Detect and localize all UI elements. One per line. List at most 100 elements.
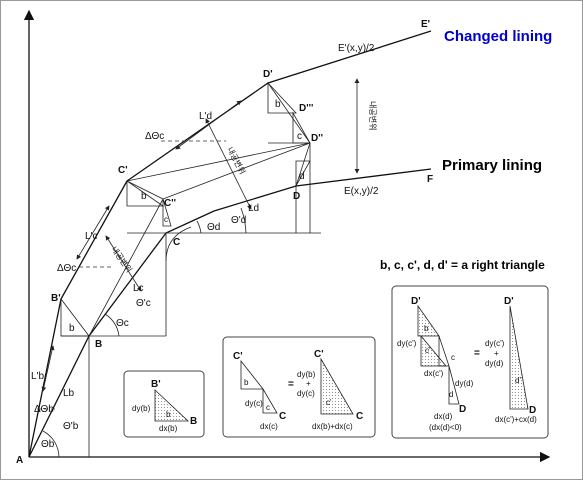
panel-c-left-dy: dy(c) xyxy=(245,399,263,408)
panel-d-right-plus: + xyxy=(494,349,499,358)
panel-c-right-dx: dx(b)+dx(c) xyxy=(312,422,353,431)
label-C-prime: C' xyxy=(118,165,128,176)
panel-d-left-triangle-b xyxy=(417,304,440,337)
panel-b-end: B xyxy=(190,416,197,427)
panel-d-right-top: D' xyxy=(504,296,514,307)
panel-c-right-triangle xyxy=(320,357,354,415)
label-theta-prime-c: Θ'c xyxy=(136,298,151,309)
label-B: B xyxy=(95,339,102,350)
panel-c-left-c xyxy=(262,387,278,414)
panel-d-right-inner: d' xyxy=(515,376,521,385)
panel-d-eq: = xyxy=(474,348,480,359)
label-delta-theta-c1: ΔΘc xyxy=(145,131,164,142)
panel-d-left-b-label: b xyxy=(424,324,429,333)
right-triangle-note: b, c, c', d, d' = a right triangle xyxy=(380,258,545,272)
label-L-prime-c: L'c xyxy=(85,231,97,242)
label-E-prime: E' xyxy=(421,19,430,30)
label-L-prime-b: L'b xyxy=(31,371,44,382)
panel-c-eq: = xyxy=(288,379,294,390)
dim-lb-prime xyxy=(41,345,55,392)
label-theta-b: Θb xyxy=(41,439,55,450)
label-C-dprime: C'' xyxy=(164,198,176,209)
arc-theta-c xyxy=(104,313,120,337)
changed-lining-title: Changed lining xyxy=(444,28,552,45)
panel-d-left-triangle-cc xyxy=(438,335,450,367)
panel-d-left-triangle-c xyxy=(420,334,447,367)
displacement-line-dd xyxy=(295,142,311,187)
panel-c-left-top: C' xyxy=(233,351,243,362)
panel-d-left-dxd: dx(d) xyxy=(434,412,453,421)
dim-disp-2 xyxy=(105,235,142,292)
panel-c-left-end: C xyxy=(279,411,286,422)
panel-b-base: dx(b) xyxy=(159,424,178,433)
label-theta-prime-b: Θ'b xyxy=(63,421,79,432)
label-delta-theta-b: ΔΘb xyxy=(34,404,54,415)
dim-lc-prime xyxy=(76,205,110,260)
panel-d-left-triangle-d xyxy=(448,365,460,405)
triangle-cpp xyxy=(162,198,172,227)
panel-d-right-end: D xyxy=(529,405,536,416)
label-Ld: Ld xyxy=(248,203,259,214)
panel-d-left-cprime: c' xyxy=(425,346,431,355)
panel-d-right-triangle xyxy=(509,305,529,410)
label-F: F xyxy=(427,174,433,185)
panel-d-left-dyd: dy(d) xyxy=(455,379,474,388)
panel-d-right-dy2: dy(d) xyxy=(485,359,504,368)
arc-theta-b xyxy=(42,430,60,458)
label-D-dprime: D'' xyxy=(311,133,323,144)
triangle-cp xyxy=(292,111,311,144)
label-D: D xyxy=(293,191,300,202)
label-theta-d: Θd xyxy=(207,222,220,233)
label-L-prime-d: L'd xyxy=(199,111,212,122)
korean-label-3: 내공변위 xyxy=(368,101,378,130)
label-c-small: c xyxy=(164,215,168,224)
dim-disp-1 xyxy=(205,118,252,210)
label-E-xy: E(x,y)/2 xyxy=(344,186,379,197)
dim-ld-prime xyxy=(175,100,242,150)
panel-d-left-end: D xyxy=(459,404,466,415)
panel-c-left-b-label: b xyxy=(244,378,249,387)
panel-c-left-dx: dx(c) xyxy=(260,422,278,431)
panel-d-left-top: D' xyxy=(411,296,421,307)
label-C: C xyxy=(173,237,180,248)
label-A: A xyxy=(16,455,23,466)
panel-d-right-dy1: dy(c') xyxy=(485,339,505,348)
primary-lining-line xyxy=(28,168,432,458)
panel-c-right-dy2: dy(c) xyxy=(297,389,315,398)
triangle-d xyxy=(267,81,297,114)
arc-theta-prime-d xyxy=(240,207,247,234)
panel-c-left-c-label: c xyxy=(266,403,270,412)
label-D-prime: D' xyxy=(263,69,273,80)
label-Lc: Lc xyxy=(133,283,144,294)
label-B-prime: B' xyxy=(51,293,61,304)
panel-c-right-inner: c' xyxy=(326,398,332,407)
label-c-tri: b xyxy=(141,191,147,202)
panel-c-right-end: C xyxy=(356,411,363,422)
panel-b-triangle xyxy=(154,389,190,422)
label-theta-prime-d: Θ'd xyxy=(231,215,246,226)
triangle-b xyxy=(60,297,90,337)
panel-c-right-dy1: dy(b) xyxy=(297,370,316,379)
panel-d-left-c: c xyxy=(451,353,455,362)
label-theta-c: Θc xyxy=(116,318,129,329)
triangle-dd xyxy=(295,160,311,188)
arc-theta-d xyxy=(196,220,202,234)
panel-c-right-top: C' xyxy=(314,349,324,360)
panel-d-left-cond: (dx(d)<0) xyxy=(429,423,462,432)
label-d: d xyxy=(299,171,305,182)
panel-d-left-dxc: dx(c') xyxy=(424,369,444,378)
label-delta-theta-c2: ΔΘc xyxy=(57,263,76,274)
label-d-tri-b: b xyxy=(275,99,281,110)
triangle-c xyxy=(126,180,165,207)
panel-d-left-dyc: dy(c') xyxy=(397,339,417,348)
panel-d-left-d: d xyxy=(449,390,453,399)
label-E-prime-xy: E'(x,y)/2 xyxy=(338,43,375,54)
panel-b-vertex: B' xyxy=(151,379,161,390)
label-D-tprime: D''' xyxy=(299,103,313,114)
panel-d-right-dx: dx(c')+cx(d) xyxy=(495,415,537,424)
curve-c xyxy=(165,226,192,262)
label-b: b xyxy=(69,323,75,334)
panel-c-right-plus: + xyxy=(306,379,311,388)
